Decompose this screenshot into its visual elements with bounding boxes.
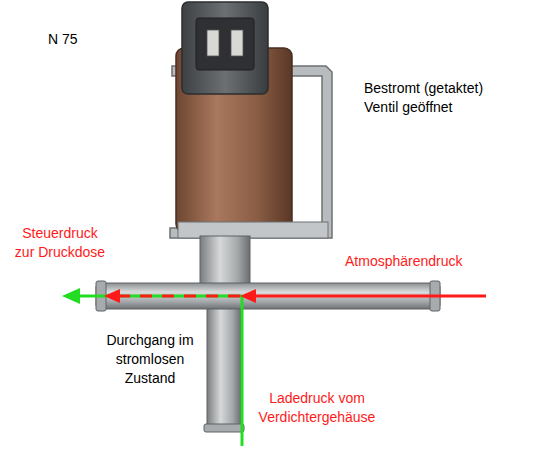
part-number: N 75 bbox=[48, 30, 108, 49]
arrowhead bbox=[104, 289, 120, 303]
plug-socket bbox=[196, 18, 254, 70]
state-note: Durchgang im stromlosen Zustand bbox=[104, 331, 196, 388]
boost-flow-line bbox=[241, 296, 244, 446]
flow-label: Atmosphärendruck bbox=[345, 252, 505, 271]
atmosphere-flow-line bbox=[246, 295, 486, 298]
valve-stub bbox=[200, 236, 250, 286]
boost-port-tube bbox=[207, 296, 241, 430]
electrical-plug bbox=[182, 2, 268, 94]
arrowhead bbox=[240, 289, 256, 303]
flow-label: Steuerdruck zur Druckdose bbox=[14, 224, 106, 262]
arrowhead bbox=[62, 288, 80, 304]
plug-pin bbox=[207, 30, 219, 56]
state-note: Bestromt (getaktet) Ventil geöffnet bbox=[364, 79, 514, 117]
plug-pin bbox=[231, 30, 243, 56]
tube-end bbox=[204, 424, 244, 432]
flow-label: Ladedruck vom Verdichtergehäuse bbox=[252, 389, 382, 427]
control-flow-dashes bbox=[112, 295, 240, 298]
control-flow-line bbox=[78, 295, 242, 298]
